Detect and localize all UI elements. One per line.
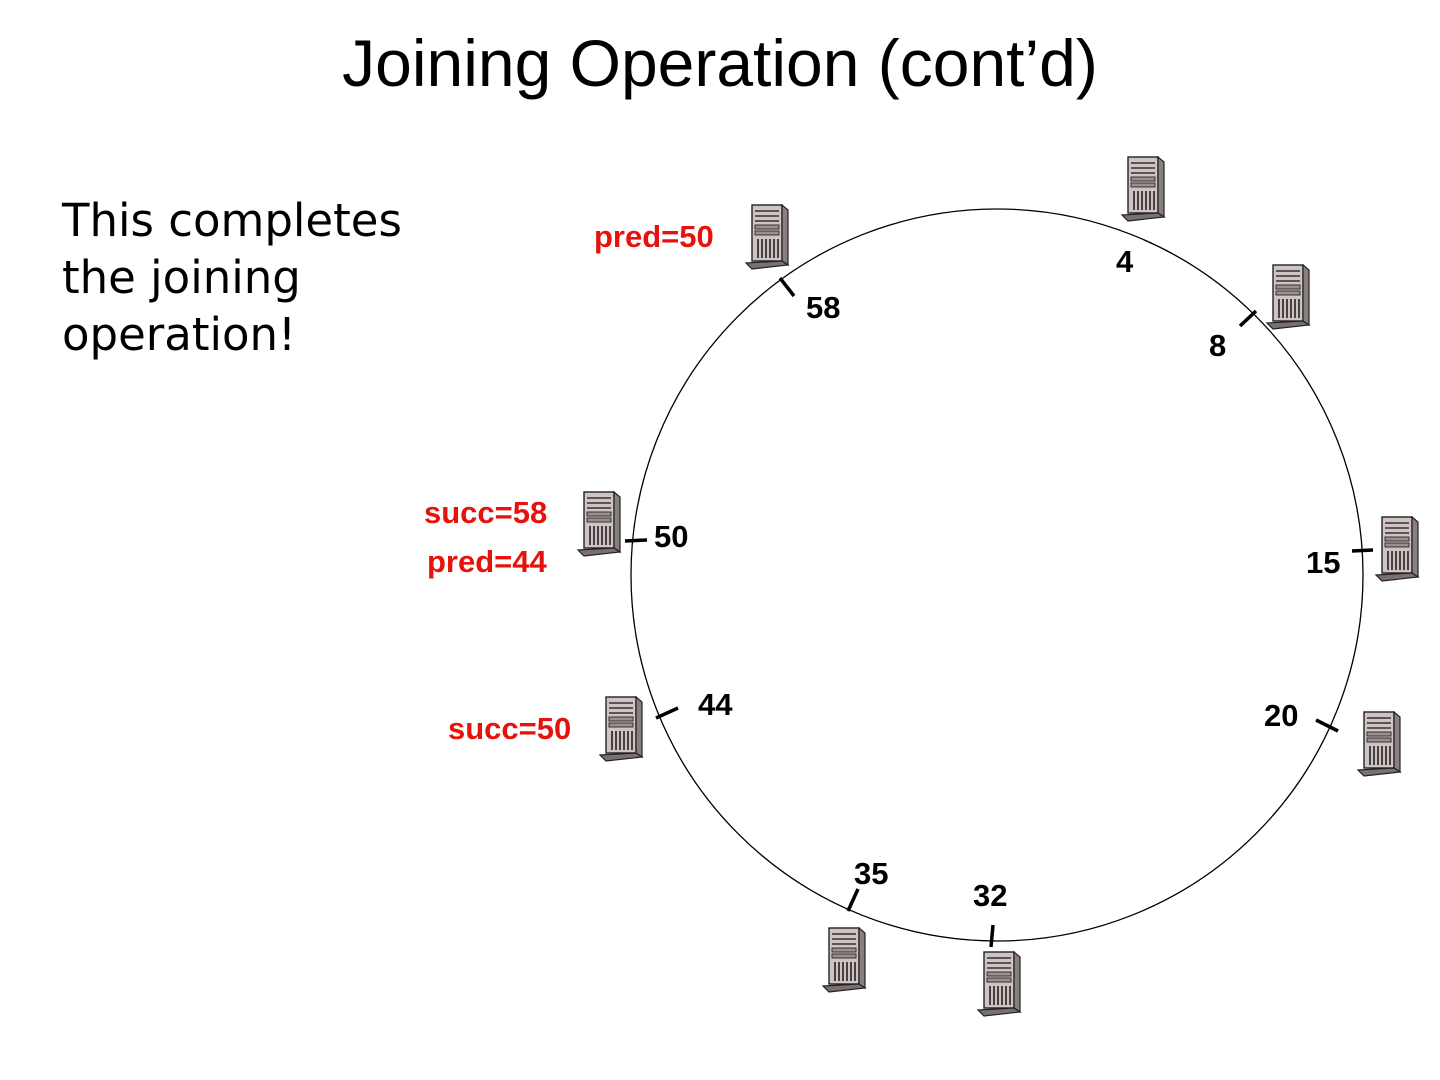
node-32[interactable]: 32: [973, 878, 1021, 1017]
node-id-label: 15: [1306, 545, 1340, 580]
node-20[interactable]: 20: [1264, 698, 1401, 777]
server-icon: [1375, 516, 1419, 582]
note-line-2: the joining: [62, 251, 301, 304]
succ-annotation: succ=50: [448, 711, 571, 746]
server-icon: [1266, 264, 1310, 330]
node-tick: [624, 538, 648, 543]
pred-annotation: pred=44: [427, 544, 548, 579]
pred-annotation: pred=50: [594, 219, 714, 254]
server-icon: [1121, 156, 1165, 222]
note-line-3: operation!: [62, 308, 297, 361]
server-icon: [745, 204, 789, 270]
note-line-1: This completes: [62, 194, 402, 247]
node-tick: [989, 924, 995, 948]
server-icon: [599, 696, 643, 762]
completion-note: This completes the joining operation!: [62, 192, 462, 363]
node-tick: [1238, 309, 1258, 328]
node-id-label: 4: [1116, 244, 1134, 279]
node-id-label: 32: [973, 878, 1007, 913]
node-35[interactable]: 35: [822, 856, 888, 993]
node-id-label: 44: [698, 687, 733, 722]
succ-annotation: succ=58: [424, 495, 547, 530]
server-icon: [577, 491, 621, 557]
server-icon: [977, 951, 1021, 1017]
node-50[interactable]: 50 succ=58 pred=44: [424, 491, 688, 579]
node-id-label: 35: [854, 856, 888, 891]
node-tick: [1351, 548, 1374, 553]
node-id-label: 8: [1209, 328, 1226, 363]
ring-circle: [630, 208, 1364, 942]
node-44[interactable]: 44 succ=50: [448, 687, 733, 762]
node-id-label: 20: [1264, 698, 1298, 733]
node-4[interactable]: 4: [1116, 156, 1165, 279]
node-8[interactable]: 8: [1209, 264, 1310, 363]
node-tick: [655, 706, 679, 720]
node-tick: [778, 276, 796, 298]
node-tick: [846, 888, 860, 912]
node-58[interactable]: 58 pred=50: [594, 204, 840, 325]
node-15[interactable]: 15: [1306, 516, 1419, 582]
page-title: Joining Operation (cont’d): [342, 26, 1098, 100]
server-icon: [822, 927, 866, 993]
node-id-label: 50: [654, 519, 688, 554]
node-tick: [1315, 718, 1339, 733]
server-icon: [1357, 711, 1401, 777]
node-id-label: 58: [806, 290, 840, 325]
